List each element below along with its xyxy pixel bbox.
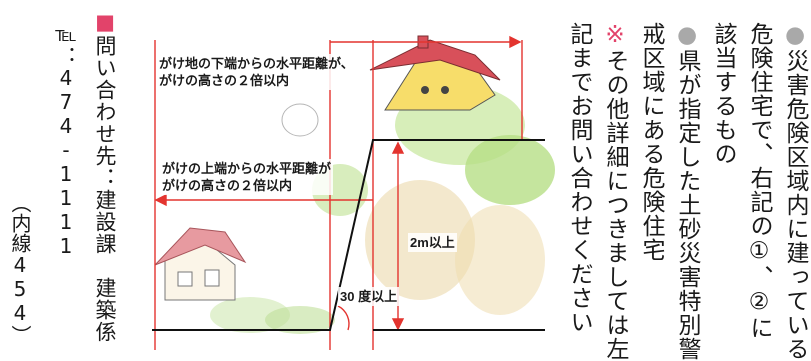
contact-column: ■問い合わせ先：建設課 建築係 <box>90 10 120 343</box>
column-4-text: 県が指定した土砂災害特別警 <box>674 49 700 361</box>
telephone-column: ℡：474-1111 <box>52 22 80 258</box>
height-label: 2m以上 <box>408 233 457 252</box>
text-column-5: 戒区域にある危険住宅 <box>634 22 668 262</box>
middle-distance-label-line2: がけの高さの２倍以内 <box>162 178 293 193</box>
text-column-7: 記までお問い合わせください <box>562 22 596 334</box>
column-2-text: 危険住宅で、右記の①、②に <box>746 22 772 340</box>
extension-column: （内線454） <box>6 193 34 345</box>
column-7-text: 記までお問い合わせください <box>566 22 592 334</box>
column-1-text: 災害危険区域内に建っている <box>782 49 808 361</box>
ground-profile <box>152 139 545 331</box>
top-distance-label: がけ地の下端からの水平距離が、 がけの高さの２倍以内 <box>157 54 356 90</box>
text-column-3: 該当するもの <box>706 22 740 166</box>
middle-distance-label: がけの上端からの水平距離が がけの高さの２倍以内 <box>160 159 334 195</box>
upper-house-illustration <box>369 35 501 111</box>
text-column-1: ●災害危険区域内に建っている <box>778 22 811 361</box>
text-column-2: 危険住宅で、右記の①、②に <box>742 22 776 340</box>
grey-bullet-icon: ● <box>674 22 700 49</box>
angle-label: 30 度以上 <box>338 287 400 306</box>
square-bullet-icon: ■ <box>93 10 117 35</box>
tel-number: ：474-1111 <box>54 46 78 258</box>
column-6-text: その他詳細につきましては左 <box>602 49 628 361</box>
middle-distance-label-line1: がけの上端からの水平距離が <box>162 161 332 176</box>
extension-number: （内線454） <box>8 193 32 345</box>
top-distance-label-line2: がけの高さの２倍以内 <box>159 73 290 88</box>
grey-bullet-icon: ● <box>782 22 808 49</box>
tel-label: ℡ <box>54 22 78 46</box>
distance-arrows <box>154 35 522 207</box>
note-mark-icon: ※ <box>602 22 628 49</box>
column-3-text: 該当するもの <box>710 22 736 166</box>
top-distance-label-line1: がけ地の下端からの水平距離が、 <box>159 56 354 71</box>
angle-arc <box>337 305 350 331</box>
text-column-4: ●県が指定した土砂災害特別警 <box>670 22 704 361</box>
lower-house-illustration <box>154 227 247 301</box>
text-column-6: ※その他詳細につきましては左 <box>598 22 632 361</box>
column-5-text: 戒区域にある危険住宅 <box>638 22 664 262</box>
contact-text: 問い合わせ先：建設課 建築係 <box>93 35 117 343</box>
